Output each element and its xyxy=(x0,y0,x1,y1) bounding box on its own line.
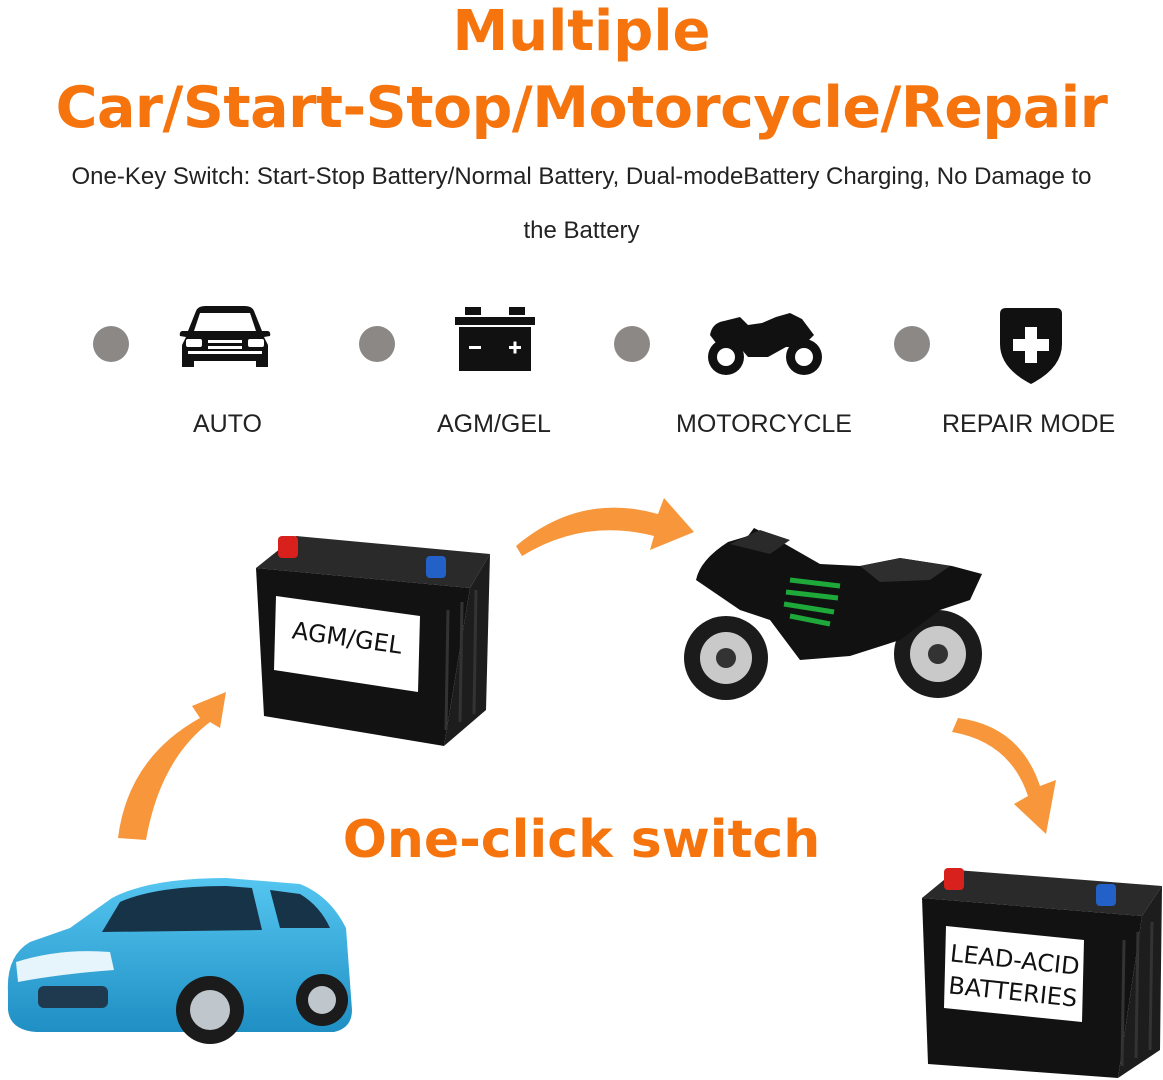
bullet-dot xyxy=(894,326,930,362)
blue-car-image xyxy=(7,878,352,1044)
mode-label-repair-mode: REPAIR MODE xyxy=(942,410,1116,438)
car-icon xyxy=(179,306,271,367)
bullet-dot xyxy=(359,326,395,362)
mode-label-auto: AUTO xyxy=(193,410,262,438)
bullet-dot xyxy=(614,326,650,362)
one-click-switch-label: One-click switch xyxy=(342,810,821,870)
sport-motorcycle-image xyxy=(684,528,982,700)
arrow-icon xyxy=(516,498,694,556)
agm-gel-battery-image xyxy=(256,536,490,746)
bullet-dot xyxy=(93,326,129,362)
motorcycle-icon xyxy=(708,313,822,375)
battery-icon xyxy=(455,307,535,371)
page-subtitle: One-Key Switch: Start-Stop Battery/Norma… xyxy=(71,163,1092,244)
mode-label-motorcycle: MOTORCYCLE xyxy=(676,410,852,438)
mode-switch-diagram: AGM/GEL LEAD-ACID BATTERIES xyxy=(7,498,1162,1078)
mode-label-agm-gel: AGM/GEL xyxy=(437,410,551,438)
repair-shield-icon xyxy=(1000,308,1062,384)
page-title-line1: Multiple xyxy=(452,0,711,64)
page-title-line2: Car/Start-Stop/Motorcycle/Repair xyxy=(55,75,1108,141)
lead-acid-battery-image xyxy=(922,868,1162,1078)
arrow-icon xyxy=(118,692,226,840)
arrow-icon xyxy=(952,718,1056,834)
